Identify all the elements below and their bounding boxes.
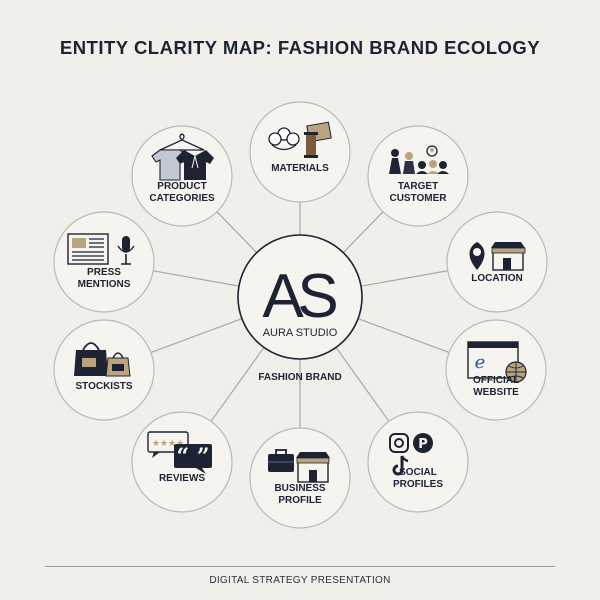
node-label-materials-1: MATERIALS — [271, 163, 329, 174]
node-materials: MATERIALS — [249, 101, 351, 203]
node-label-product-categories-1: PRODUCT — [157, 181, 206, 192]
node-circle — [249, 101, 351, 203]
svg-text:e: e — [475, 352, 486, 373]
cotton-and-thread-icon — [268, 121, 332, 158]
briefcase-store-icon — [268, 449, 330, 483]
connector-lines — [150, 202, 450, 428]
connector-stockists — [150, 318, 243, 354]
connector-press-mentions — [153, 270, 240, 287]
connector-official-website — [357, 318, 450, 354]
connector-reviews — [210, 347, 265, 422]
node-label-business-profile-2: PROFILE — [278, 495, 322, 506]
node-circle — [131, 125, 233, 227]
browser-globe-icon: e — [467, 341, 527, 383]
center-node: A S AURA STUDIO FASHION BRAND — [237, 234, 363, 383]
node-label-social-profiles-1: SOCIAL — [399, 467, 437, 478]
node-label-target-customer-1: TARGET — [398, 181, 438, 192]
node-stockists: STOCKISTS — [53, 319, 155, 421]
brand-monogram-s: S — [297, 262, 338, 331]
brand-name: AURA STUDIO — [263, 327, 338, 339]
node-label-social-profiles-2: PROFILES — [393, 479, 443, 490]
node-label-reviews-1: REVIEWS — [159, 473, 205, 484]
diagram-title: ENTITY CLARITY MAP: FASHION BRAND ECOLOG… — [59, 37, 541, 58]
svg-text:★★★★: ★★★★ — [152, 439, 184, 449]
node-label-product-categories-2: CATEGORIES — [149, 193, 215, 204]
node-label-stockists-1: STOCKISTS — [75, 381, 132, 392]
node-label-location-1: LOCATION — [471, 273, 522, 284]
connector-target-customer — [342, 211, 384, 254]
map-pin-store-icon — [469, 242, 526, 271]
node-label-official-website-2: WEBSITE — [473, 387, 519, 398]
connector-social-profiles — [335, 347, 390, 422]
node-circle — [367, 411, 469, 513]
brand-tagline: FASHION BRAND — [258, 372, 341, 383]
node-label-official-website-1: OFFICIAL — [473, 375, 519, 386]
shopping-bags-icon — [74, 342, 131, 377]
newspaper-microphone-icon — [67, 233, 135, 265]
svg-text:P: P — [418, 437, 428, 452]
footer-text: DIGITAL STRATEGY PRESENTATION — [209, 575, 391, 586]
node-location: LOCATION — [446, 211, 548, 313]
clothes-hanger-icon — [151, 133, 214, 181]
people-icon — [389, 145, 449, 174]
node-reviews: ★★★★ “ ” REVIEWS — [131, 411, 233, 513]
brand-monogram-a: A — [262, 262, 304, 331]
node-label-business-profile-1: BUSINESS — [274, 483, 325, 494]
node-circle — [367, 125, 469, 227]
svg-text:“ ”: “ ” — [177, 444, 210, 470]
footer-divider — [45, 566, 555, 567]
connector-product-categories — [216, 211, 258, 254]
social-media-icon: P — [389, 433, 433, 476]
speech-bubbles-icon: ★★★★ “ ” — [147, 431, 212, 474]
node-label-target-customer-2: CUSTOMER — [389, 193, 447, 204]
node-label-press-mentions-1: PRESS — [87, 267, 121, 278]
node-label-press-mentions-2: MENTIONS — [78, 279, 131, 290]
connector-location — [360, 270, 448, 287]
